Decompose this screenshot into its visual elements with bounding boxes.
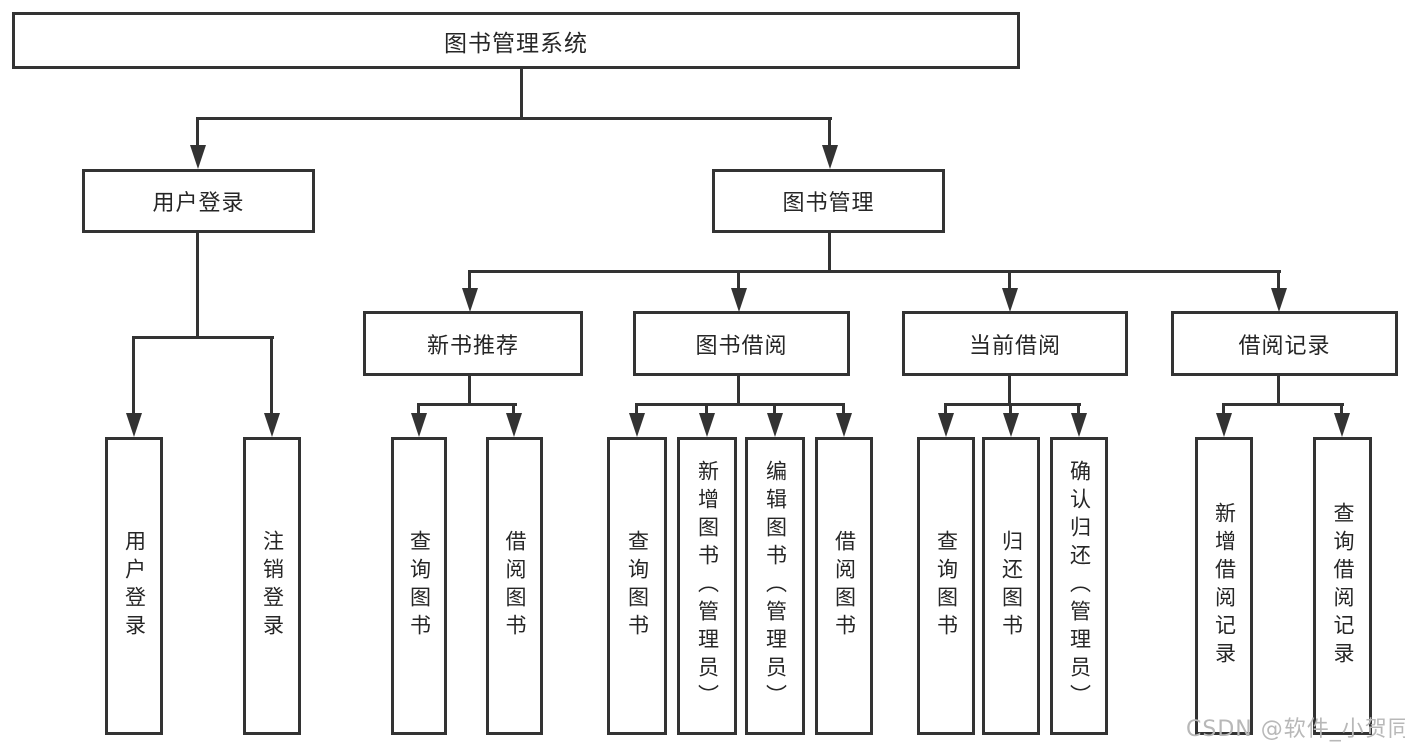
- connector-line: [737, 375, 740, 405]
- leaf-logout: 注销登录: [243, 437, 301, 735]
- connector-line: [196, 117, 199, 149]
- connector-line: [1222, 403, 1344, 406]
- node-label: 用户登录: [122, 530, 147, 642]
- leaf-borrow-books-2: 借阅图书: [815, 437, 873, 735]
- node-label: 新书推荐: [426, 333, 519, 359]
- node-book-borrow: 图书借阅: [633, 311, 850, 376]
- arrowhead-down-icon: [1071, 413, 1087, 437]
- arrowhead-down-icon: [1271, 288, 1287, 312]
- arrowhead-down-icon: [506, 413, 522, 437]
- arrowhead-down-icon: [731, 288, 747, 312]
- node-label: 借阅记录: [1238, 333, 1331, 359]
- connector-line: [417, 403, 517, 406]
- leaf-add-books-admin: 新增图书（管理员）: [677, 437, 737, 735]
- leaf-edit-books-admin: 编辑图书（管理员）: [745, 437, 805, 735]
- arrowhead-down-icon: [190, 145, 206, 169]
- connector-line: [468, 270, 1281, 273]
- connector-line: [635, 403, 845, 406]
- connector-line: [512, 403, 515, 418]
- arrowhead-down-icon: [767, 413, 783, 437]
- connector-line: [828, 233, 831, 273]
- watermark-text: CSDN @软件_小贺同学: [1186, 717, 1405, 742]
- node-new-book-recommend: 新书推荐: [363, 311, 583, 376]
- connector-line: [196, 117, 832, 120]
- arrowhead-down-icon: [411, 413, 427, 437]
- arrowhead-down-icon: [126, 413, 142, 437]
- connector-line: [132, 336, 274, 339]
- connector-line: [196, 233, 199, 336]
- arrowhead-down-icon: [462, 288, 478, 312]
- node-label: 当前借阅: [968, 333, 1061, 359]
- node-label: 归还图书: [999, 530, 1024, 642]
- leaf-borrow-books-1: 借阅图书: [486, 437, 543, 735]
- connector-line: [1277, 375, 1280, 405]
- connector-line: [132, 336, 135, 416]
- arrowhead-down-icon: [938, 413, 954, 437]
- leaf-add-borrow-record: 新增借阅记录: [1195, 437, 1253, 735]
- node-user-login: 用户登录: [82, 169, 315, 233]
- node-label: 查询图书: [625, 530, 650, 642]
- node-label: 图书管理系统: [444, 30, 588, 57]
- arrowhead-down-icon: [1334, 413, 1350, 437]
- connector-line: [773, 403, 776, 418]
- connector-line: [1008, 375, 1011, 405]
- leaf-confirm-return-admin: 确认归还（管理员）: [1050, 437, 1108, 735]
- connector-line: [417, 403, 420, 418]
- connector-line: [1340, 403, 1343, 418]
- node-label: 借阅图书: [503, 530, 527, 642]
- leaf-query-books-1: 查询图书: [391, 437, 447, 735]
- connector-line: [468, 270, 471, 292]
- leaf-query-borrow-record: 查询借阅记录: [1313, 437, 1372, 735]
- arrowhead-down-icon: [1003, 413, 1019, 437]
- leaf-user-login: 用户登录: [105, 437, 163, 735]
- arrowhead-down-icon: [1216, 413, 1232, 437]
- connector-line: [1008, 270, 1011, 292]
- node-root-system: 图书管理系统: [12, 12, 1020, 69]
- node-label: 用户登录: [152, 191, 245, 216]
- arrowhead-down-icon: [629, 413, 645, 437]
- arrowhead-down-icon: [836, 413, 852, 437]
- connector-line: [468, 375, 471, 405]
- node-book-management: 图书管理: [712, 169, 945, 233]
- node-label: 确认归还（管理员）: [1067, 460, 1092, 712]
- connector-line: [1277, 270, 1280, 292]
- leaf-query-books-3: 查询图书: [917, 437, 975, 735]
- node-label: 新增图书（管理员）: [695, 460, 720, 712]
- node-label: 图书借阅: [695, 333, 788, 359]
- connector-line: [944, 403, 947, 418]
- leaf-return-books: 归还图书: [982, 437, 1040, 735]
- connector-line: [635, 403, 638, 418]
- connector-line: [842, 403, 845, 418]
- connector-line: [1077, 403, 1080, 418]
- node-current-borrow: 当前借阅: [902, 311, 1128, 376]
- node-label: 编辑图书（管理员）: [763, 460, 788, 712]
- node-borrow-records: 借阅记录: [1171, 311, 1398, 376]
- connector-line: [520, 69, 523, 117]
- arrowhead-down-icon: [699, 413, 715, 437]
- connector-line: [828, 117, 831, 149]
- connector-line: [944, 403, 1081, 406]
- node-label: 借阅图书: [832, 530, 857, 642]
- arrowhead-down-icon: [264, 413, 280, 437]
- node-label: 查询图书: [934, 530, 959, 642]
- node-label: 图书管理: [782, 191, 875, 216]
- node-label: 查询借阅记录: [1331, 502, 1355, 670]
- arrowhead-down-icon: [1002, 288, 1018, 312]
- leaf-query-books-2: 查询图书: [607, 437, 667, 735]
- connector-line: [270, 336, 273, 416]
- node-label: 查询图书: [407, 530, 432, 642]
- connector-line: [1222, 403, 1225, 418]
- arrowhead-down-icon: [822, 145, 838, 169]
- node-label: 注销登录: [260, 530, 285, 642]
- node-label: 新增借阅记录: [1212, 502, 1237, 670]
- connector-line: [737, 270, 740, 292]
- connector-line: [705, 403, 708, 418]
- connector-line: [1009, 403, 1012, 418]
